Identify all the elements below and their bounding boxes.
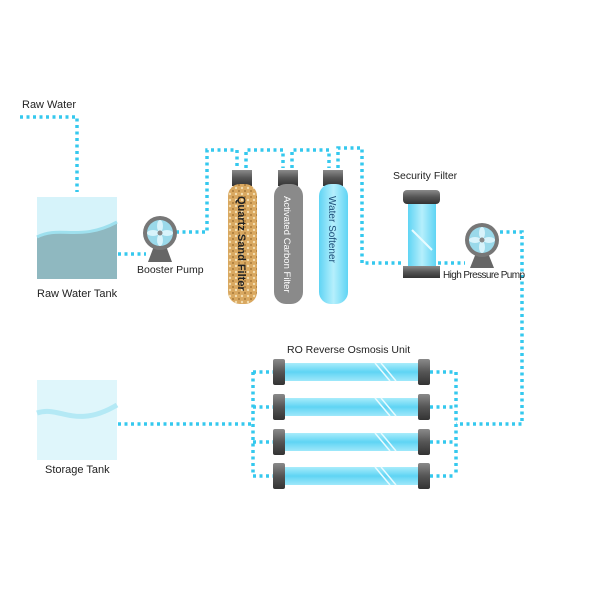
carbon-filter-label: Activated Carbon Filter	[281, 196, 292, 293]
pipes	[20, 115, 524, 478]
storage-tank	[36, 380, 119, 460]
quartz-sand-filter: Quartz Sand Filter	[228, 170, 257, 304]
raw-water-tank	[36, 197, 118, 279]
ro-membrane	[273, 429, 430, 455]
ro-membrane	[273, 359, 430, 385]
quartz-filter-label: Quartz Sand Filter	[235, 196, 247, 291]
security-filter-label: Security Filter	[393, 170, 458, 182]
ro-membranes	[273, 359, 430, 489]
high-pressure-pump-label: High Pressure Pump	[443, 270, 525, 281]
security-filter	[403, 190, 440, 278]
raw-water-label: Raw Water	[22, 99, 76, 111]
water-softener: Water Softener	[319, 170, 348, 304]
activated-carbon-filter: Activated Carbon Filter	[274, 170, 303, 304]
booster-pump-icon	[143, 216, 177, 262]
booster-pump-label: Booster Pump	[137, 264, 204, 276]
softener-label: Water Softener	[326, 196, 337, 264]
ro-membrane	[273, 394, 430, 420]
ro-membrane	[273, 463, 430, 489]
ro-unit-label: RO Reverse Osmosis Unit	[287, 344, 410, 356]
high-pressure-pump-icon	[465, 223, 499, 268]
raw-water-tank-label: Raw Water Tank	[37, 288, 118, 300]
storage-tank-label: Storage Tank	[45, 464, 110, 476]
